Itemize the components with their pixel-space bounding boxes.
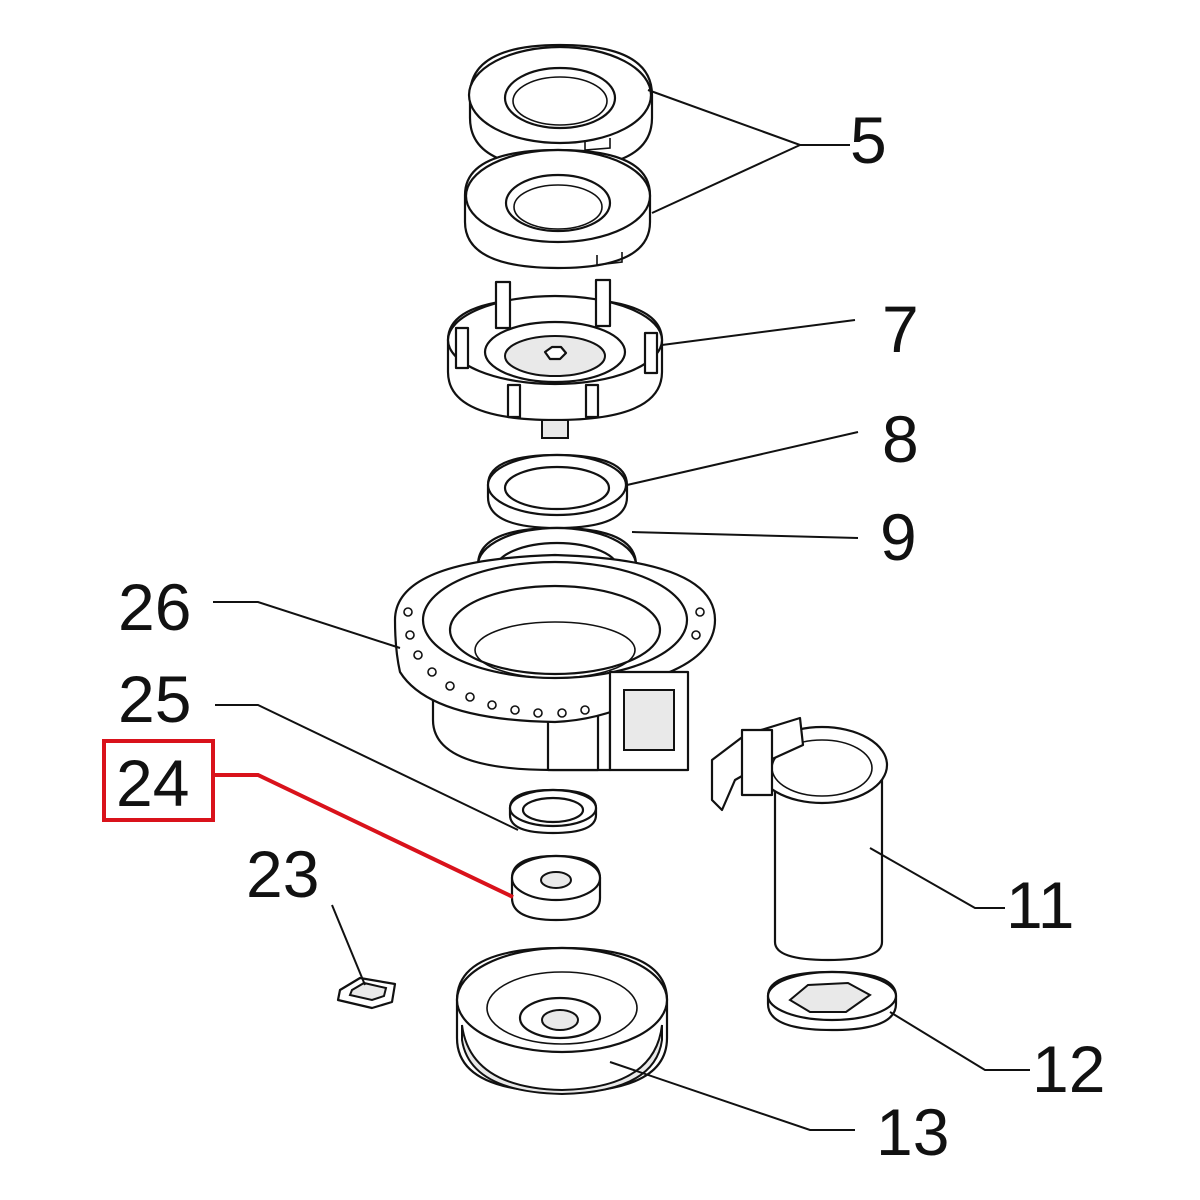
leader-5 xyxy=(647,89,850,214)
part-5-upper-ring[interactable] xyxy=(467,43,654,170)
part-8-ring[interactable] xyxy=(486,453,629,530)
leader-7 xyxy=(661,319,856,346)
callout-25: 25 xyxy=(118,662,191,736)
callout-labels: 5 7 8 9 26 25 24 23 11 12 13 xyxy=(116,103,1105,1169)
callout-26: 26 xyxy=(118,570,191,644)
leader-13 xyxy=(609,1061,855,1131)
part-25-washer[interactable] xyxy=(508,788,598,835)
part-26-housing[interactable] xyxy=(393,553,717,772)
callout-12: 12 xyxy=(1032,1032,1105,1106)
part-5-lower-ring[interactable] xyxy=(463,148,652,270)
part-12-cap[interactable] xyxy=(766,970,898,1032)
housing-dosing-holes xyxy=(403,607,705,718)
leader-12 xyxy=(889,1011,1030,1071)
part-13-gear[interactable] xyxy=(455,946,669,1096)
leader-9 xyxy=(631,531,859,539)
callout-5: 5 xyxy=(850,103,887,177)
callout-24[interactable]: 24 xyxy=(116,746,189,820)
highlight-box-24 xyxy=(102,739,215,822)
callout-13: 13 xyxy=(876,1095,949,1169)
callout-7: 7 xyxy=(882,292,919,366)
part-24-bushing[interactable] xyxy=(510,854,602,922)
leader-24 xyxy=(213,773,514,899)
part-7-adjustment-ring[interactable] xyxy=(446,278,664,439)
callout-8: 8 xyxy=(882,402,919,476)
callout-23: 23 xyxy=(246,837,319,911)
leader-26 xyxy=(213,601,401,649)
leader-8 xyxy=(626,431,859,486)
part-23-clip[interactable] xyxy=(336,976,397,1010)
leader-11 xyxy=(869,847,1005,909)
leader-23 xyxy=(331,904,366,986)
leader-25 xyxy=(215,704,519,831)
leader-lines xyxy=(213,89,1030,1131)
part-11-chute[interactable] xyxy=(710,716,889,962)
callout-9: 9 xyxy=(880,500,917,574)
callout-11: 11 xyxy=(1006,868,1075,942)
highlight-24 xyxy=(102,739,514,899)
